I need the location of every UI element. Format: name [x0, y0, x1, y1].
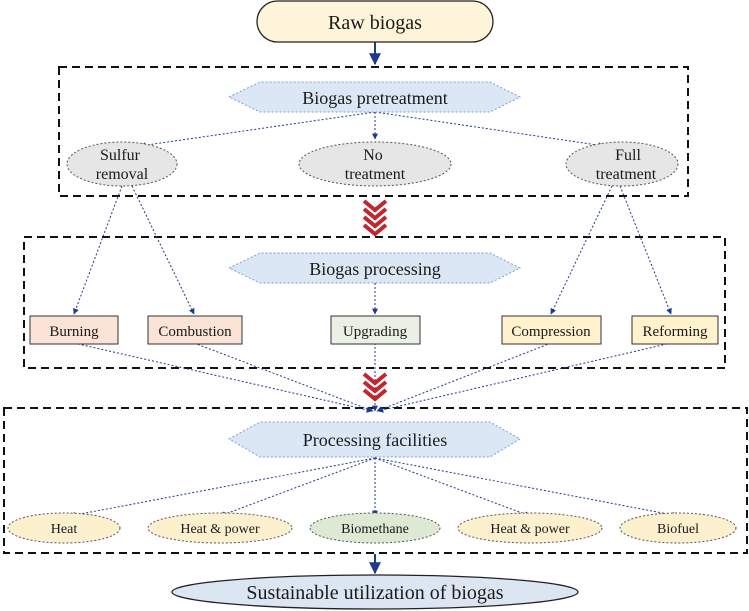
combustion-label: Combustion [158, 324, 232, 340]
arrow-pretreatment-to-full [374, 111, 605, 149]
chevron-down-icon-2 [362, 372, 388, 402]
burning-label: Burning [49, 324, 99, 340]
arrow-sulfur-to-combustion [131, 185, 195, 315]
processing-hexagon [227, 252, 522, 284]
facilities-hexagon [227, 421, 521, 458]
arrow-compression-to-facilities [376, 342, 552, 412]
reforming-label: Reforming [643, 324, 708, 340]
no-treatment-label: No treatment [345, 147, 406, 183]
pretreatment-hexagon [227, 81, 522, 113]
arrow-facilities-to-heat-power-2 [374, 457, 531, 517]
heat-power-label-1: Heat & power [180, 522, 260, 537]
combustion-box [147, 315, 243, 345]
processing-label: Biogas processing [309, 259, 440, 279]
chevron-down-icon-1 [362, 199, 388, 237]
arrow-full-to-reforming [619, 185, 672, 315]
burning-box [29, 315, 119, 345]
full-treatment-label: Full treatment [596, 147, 657, 183]
heat-power-label-2: Heat & power [490, 522, 570, 537]
pretreatment-label: Biogas pretreatment [302, 88, 447, 108]
biomethane-node [309, 512, 441, 544]
no-treatment-node [298, 141, 452, 187]
heat-label: Heat [51, 522, 78, 537]
compression-label: Compression [511, 324, 591, 340]
compression-box [501, 315, 602, 345]
arrow-burning-to-facilities [73, 342, 373, 413]
arrow-combustion-to-facilities [193, 342, 374, 412]
biomethane-label: Biomethane [341, 522, 409, 537]
biofuel-label: Biofuel [657, 522, 699, 537]
arrow-sulfur-to-burning [73, 185, 123, 315]
arrow-facilities-to-biofuel [374, 457, 679, 518]
full-treatment-node [565, 141, 679, 187]
heat-power-node-1 [147, 512, 293, 544]
biofuel-node [619, 512, 737, 544]
utilization-label: Sustainable utilization of biogas [246, 582, 503, 604]
reforming-box [631, 315, 719, 345]
sulfur-removal-node [66, 141, 178, 187]
connectors [69, 111, 679, 518]
heat-power-node-2 [457, 512, 603, 544]
facilities-label: Processing facilities [303, 430, 447, 450]
arrow-full-to-compression [550, 185, 613, 315]
raw-biogas-node [256, 0, 494, 43]
upgrading-label: Upgrading [343, 324, 408, 340]
sulfur-removal-label: Sulfur removal [96, 147, 149, 183]
raw-biogas-label: Raw biogas [328, 12, 422, 34]
arrow-pretreatment-to-sulfur [139, 111, 376, 149]
arrow-facilities-to-heat [69, 457, 376, 518]
arrow-facilities-to-heat-power-1 [219, 457, 376, 517]
heat-node [7, 512, 121, 544]
upgrading-box [330, 315, 421, 345]
pretreatment-frame [58, 66, 689, 197]
utilization-node [171, 574, 579, 610]
